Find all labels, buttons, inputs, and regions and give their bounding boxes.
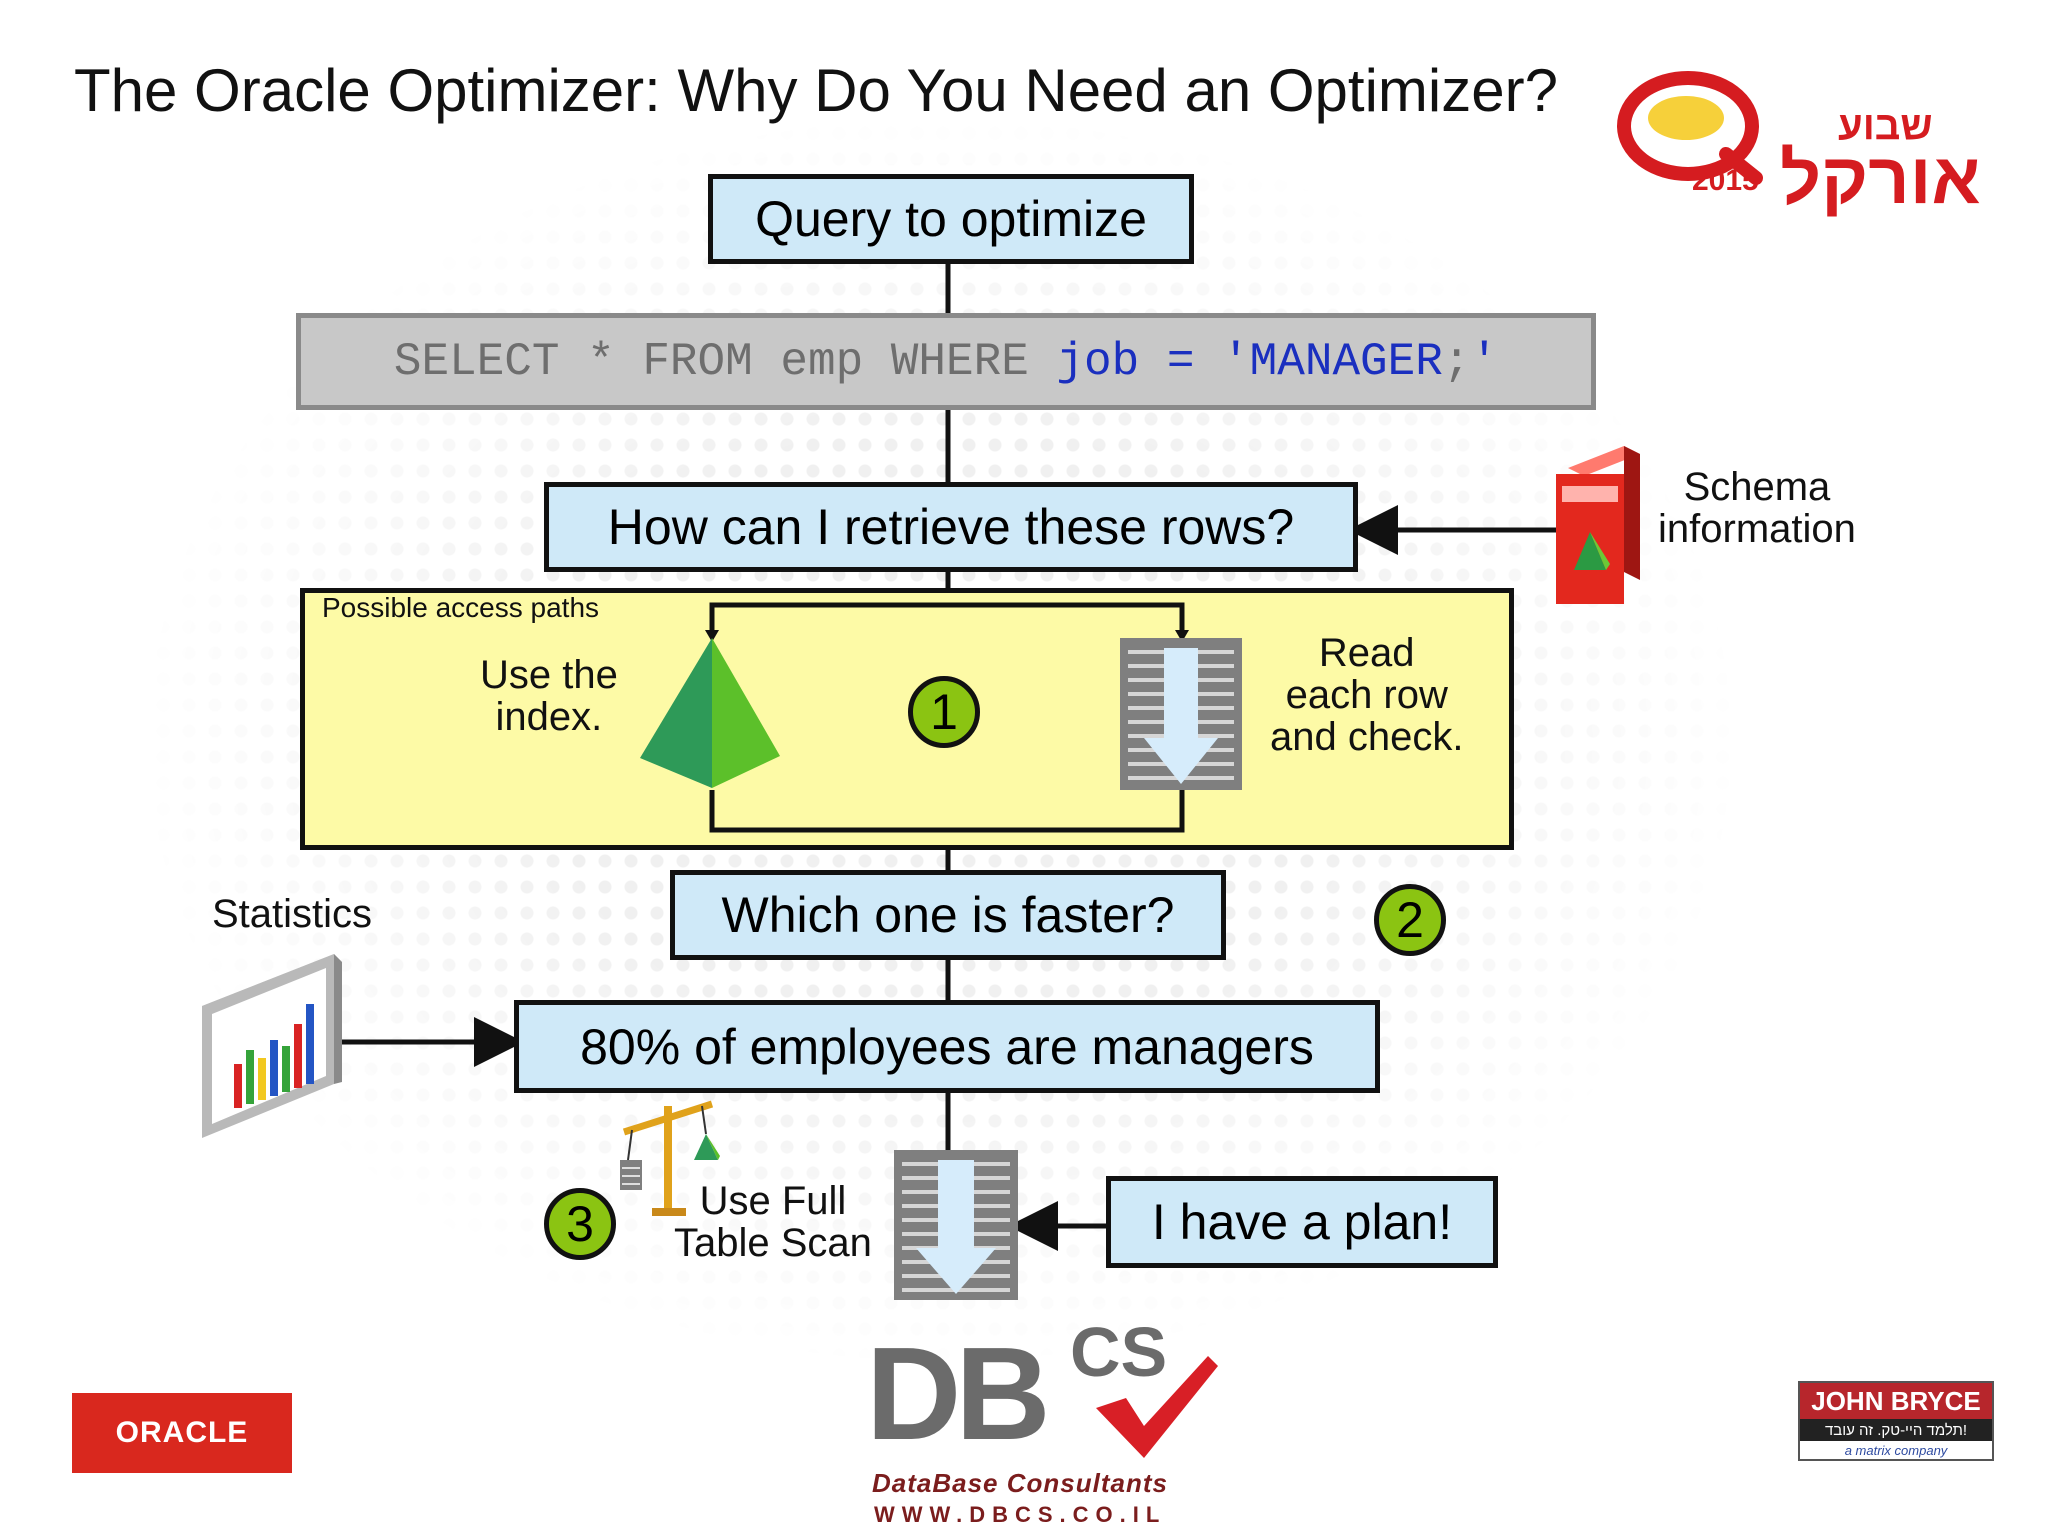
- full-table-scan-icon: [1120, 638, 1242, 790]
- schema-book-icon: [1556, 446, 1640, 604]
- oracle-week-hebrew: אורקל: [1780, 139, 1981, 219]
- dbcs-tagline: DataBase Consultants: [872, 1468, 1168, 1498]
- read-each-row-label: Read each row and check.: [1270, 632, 1463, 758]
- full-scan-line1: Use Full: [699, 1179, 847, 1223]
- balance-scale-icon: [620, 1100, 720, 1216]
- dbcs-logo-text: DB: [866, 1320, 1051, 1467]
- john-bryce-name: JOHN BRYCE: [1800, 1383, 1992, 1419]
- managers-statistic-box: 80% of employees are managers: [514, 1000, 1380, 1093]
- statistics-chart-icon: [202, 954, 342, 1138]
- full-scan-line2: Table Scan: [674, 1221, 872, 1265]
- use-index-label: Use the index.: [480, 654, 618, 738]
- oracle-week-hebrew-top: שבוע: [1838, 104, 1933, 148]
- step-badge-2: 2: [1374, 884, 1446, 956]
- sql-statement-box: SELECT * FROM emp WHERE job = 'MANAGER;': [296, 313, 1596, 410]
- query-to-optimize-box: Query to optimize: [708, 174, 1194, 264]
- schema-label-line2: information: [1658, 507, 1856, 551]
- which-faster-box: Which one is faster?: [670, 870, 1226, 960]
- oracle-week-year: 2015: [1692, 164, 1759, 197]
- use-index-line1: Use the: [480, 653, 618, 697]
- step-badge-1: 1: [908, 676, 980, 748]
- oracle-week-logo-mark: [1617, 71, 1763, 185]
- statistics-label: Statistics: [212, 892, 373, 936]
- use-index-line2: index.: [495, 695, 603, 739]
- full-scan-plan-icon: [894, 1150, 1018, 1300]
- dbcs-url: WWW.DBCS.CO.IL: [874, 1502, 1167, 1527]
- access-paths-panel: [300, 588, 1514, 850]
- use-full-table-scan-label: Use Full Table Scan: [674, 1180, 872, 1264]
- sql-semicolon: ;: [1442, 335, 1471, 388]
- john-bryce-logo: JOHN BRYCE תלמד היי-טק. זה עובד! a matri…: [1798, 1381, 1994, 1461]
- sql-select-part: SELECT * FROM emp WHERE: [393, 335, 1057, 388]
- sql-closing-quote: ': [1470, 335, 1499, 388]
- retrieve-rows-box: How can I retrieve these rows?: [544, 482, 1358, 572]
- access-paths-label: Possible access paths: [322, 592, 600, 623]
- index-pyramid-icon: [640, 638, 780, 788]
- have-a-plan-box: I have a plan!: [1106, 1176, 1498, 1268]
- read-row-line2: each row: [1285, 673, 1448, 717]
- schema-information-label: Schema information: [1658, 466, 1856, 550]
- slide-title: The Oracle Optimizer: Why Do You Need an…: [74, 57, 1558, 124]
- sql-predicate-part: job = 'MANAGER: [1056, 335, 1443, 388]
- dbcs-checkmark-icon: [1096, 1356, 1218, 1458]
- step-badge-3: 3: [544, 1188, 616, 1260]
- oracle-logo: ORACLE: [72, 1393, 292, 1473]
- dbcs-logo-sup: CS: [1070, 1313, 1168, 1391]
- john-bryce-sub: a matrix company: [1844, 1443, 1948, 1458]
- read-row-line3: and check.: [1270, 715, 1464, 759]
- john-bryce-hebrew: תלמד היי-טק. זה עובד!: [1800, 1419, 1992, 1441]
- read-row-line1: Read: [1318, 631, 1415, 675]
- schema-label-line1: Schema: [1683, 465, 1831, 509]
